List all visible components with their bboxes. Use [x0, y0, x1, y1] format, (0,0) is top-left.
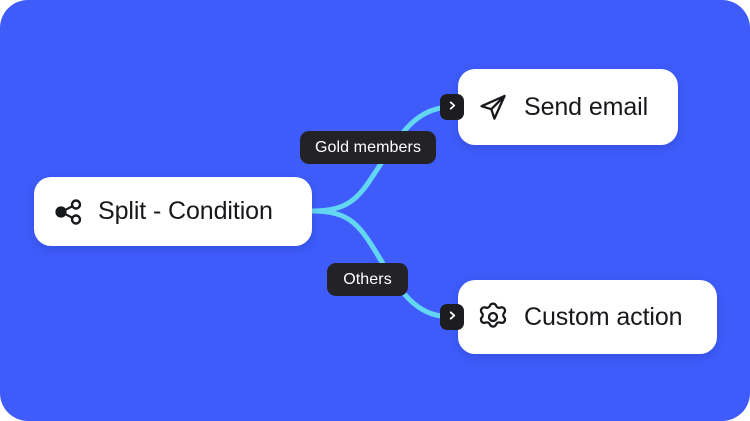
- chevron-right-icon: [447, 98, 458, 116]
- node-split-condition[interactable]: Split - Condition: [34, 177, 312, 246]
- badge-custom-action[interactable]: [440, 304, 464, 330]
- edge-label-others[interactable]: Others: [327, 263, 408, 296]
- gear-icon: [476, 300, 510, 334]
- node-send-email-label: Send email: [524, 92, 649, 121]
- node-split-condition-label: Split - Condition: [98, 197, 273, 225]
- node-send-email[interactable]: Send email: [458, 69, 678, 145]
- node-custom-action[interactable]: Custom action: [458, 280, 717, 354]
- share-icon: [52, 196, 84, 228]
- send-icon: [476, 90, 510, 124]
- chevron-right-icon: [447, 308, 458, 326]
- edge-label-gold-members[interactable]: Gold members: [300, 131, 436, 164]
- node-custom-action-label: Custom action: [524, 302, 683, 331]
- badge-send-email[interactable]: [440, 94, 464, 120]
